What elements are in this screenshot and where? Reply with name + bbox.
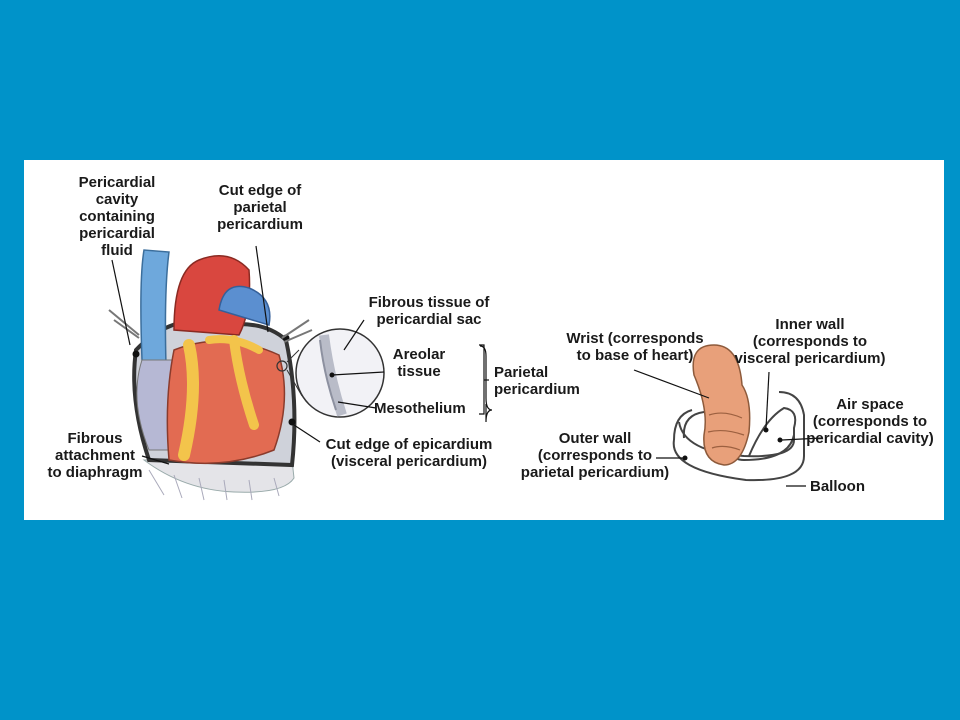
pulmonary-trunk [218, 285, 271, 326]
diaphragm-fibers [142, 459, 295, 493]
label-wrist: Wrist (corresponds to base of heart) [566, 330, 704, 364]
fist [692, 344, 751, 466]
label-cut-edge-epicardium: Cut edge of epicardium (visceral pericar… [325, 436, 493, 470]
coronary-fat [178, 339, 199, 461]
label-fibrous-attachment: Fibrous attachment to diaphragm [47, 430, 143, 481]
label-fibrous-tissue: Fibrous tissue of pericardial sac [368, 294, 490, 328]
label-parietal-pericardium: Parietal pericardium [494, 364, 580, 398]
label-mesothelium: Mesothelium [374, 400, 466, 417]
magnified-section [295, 328, 385, 418]
balloon-illustration [633, 344, 823, 487]
label-air-space: Air space (corresponds to pericardial ca… [806, 396, 934, 447]
diagram-panel: Pericardial cavity containing pericardia… [24, 160, 944, 520]
superior-vena-cava [140, 249, 170, 366]
label-cut-edge-parietal: Cut edge of parietal pericardium [217, 182, 303, 233]
heart-illustration [108, 245, 493, 501]
label-pericardial-cavity: Pericardial cavity containing pericardia… [78, 174, 156, 259]
label-areolar-tissue: Areolar tissue [392, 346, 446, 380]
label-outer-wall: Outer wall (corresponds to parietal peri… [520, 430, 670, 481]
label-balloon: Balloon [810, 478, 865, 495]
label-inner-wall: Inner wall (corresponds to visceral peri… [734, 316, 886, 367]
pericardium-illustration [108, 245, 823, 501]
